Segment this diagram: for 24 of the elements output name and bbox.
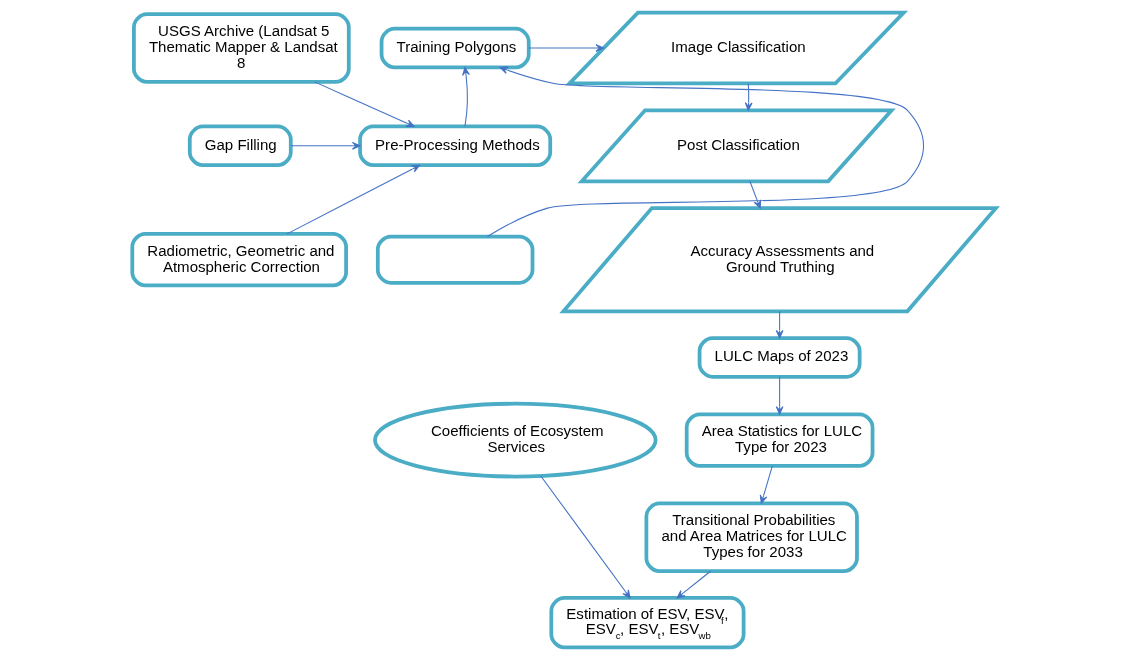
- node-box: Pre-Processing Methods: [357, 124, 552, 168]
- arrow: [461, 67, 470, 127]
- arrow: [286, 164, 420, 235]
- arrow: [290, 141, 360, 150]
- node-box: Area Statistics for LULC Type for 2023: [684, 412, 874, 468]
- arrow: [775, 376, 784, 415]
- arrow: [676, 570, 711, 599]
- arrow: [744, 83, 753, 111]
- node-box: Training Polygons: [379, 26, 531, 70]
- arrow: [539, 475, 631, 599]
- node-box: USGS Archive (Landsat 5 Thematic Mapper & Landsat 8: [131, 12, 351, 84]
- arrow: [759, 465, 773, 504]
- arrow: [486, 66, 924, 238]
- node-box: [375, 234, 534, 285]
- arrow: [775, 310, 784, 339]
- arrow: [313, 81, 415, 127]
- node-box: Radiometric, Geometric and Atmospheric Correction: [129, 232, 348, 288]
- arrow: [748, 180, 761, 209]
- node-box: LULC Maps of 2023: [697, 336, 862, 379]
- node-box: Gap Filling: [187, 124, 293, 168]
- node-ellipse: Coefficients of Ecosystem Services: [372, 401, 658, 479]
- node-box: Estimation of ESV, ESV$_{f}$, ESV$_{c}$, ESV$_{t}$, ESV$_{wb}$: [548, 596, 745, 650]
- arrow: [527, 44, 604, 52]
- node-box: Transitional Probabilities and Area Matrices for LULC Types for 2033: [644, 501, 859, 573]
